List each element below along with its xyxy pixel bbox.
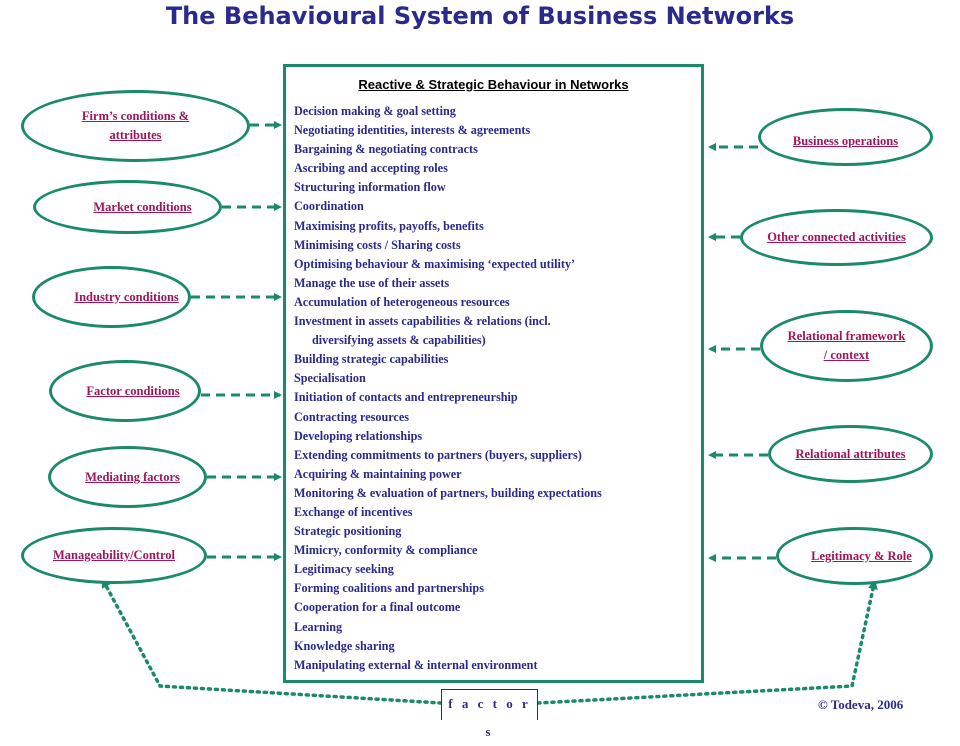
factor-business-operations: Business operations — [758, 108, 933, 166]
factor-mediating-factors: Mediating factors — [48, 446, 207, 508]
factor-legitimacy-role: Legitimacy & Role — [776, 527, 933, 585]
factor-label[interactable]: Business operations — [792, 133, 899, 148]
behaviour-item-continuation: diversifying assets & capabilities) — [294, 331, 602, 350]
factor-label[interactable]: Market conditions — [93, 199, 192, 214]
behaviour-item: Bargaining & negotiating contracts — [294, 142, 478, 157]
behaviour-item: Manipulating external & internal environ… — [294, 657, 538, 672]
page-title: The Behavioural System of Business Netwo… — [165, 2, 795, 30]
factor-other-connected-activities: Other connected activities — [740, 209, 933, 266]
behaviour-item: Maximising profits, payoffs, benefits — [294, 218, 484, 233]
factor-label[interactable]: Other connected activities — [767, 230, 906, 244]
factor-relational-framework: Relational framework/ context — [760, 310, 933, 382]
behaviour-item: Learning — [294, 619, 343, 634]
dotted-link-left — [101, 577, 443, 705]
behaviour-item: Accumulation of heterogeneous resources — [294, 294, 510, 309]
behaviour-item: Contracting resources — [294, 409, 409, 424]
behaviour-item: Specialisation — [294, 371, 366, 386]
behaviour-item: Cooperation for a final outcome — [294, 600, 461, 615]
factor-label[interactable]: Industry conditions — [74, 289, 179, 304]
factor-label[interactable]: Relational attributes — [795, 446, 906, 461]
behaviour-item: Strategic positioning — [294, 524, 402, 539]
factor-firm-conditions: Firm’s conditions &attributes — [21, 90, 250, 162]
behaviour-item: Extending commitments to partners (buyer… — [294, 447, 582, 462]
behaviour-item: Coordination — [294, 199, 364, 214]
factor-label[interactable]: Mediating factors — [85, 469, 180, 484]
dotted-link-right — [536, 579, 878, 705]
factor-label[interactable]: Legitimacy & Role — [811, 548, 912, 563]
factor-factor-conditions: Factor conditions — [49, 360, 201, 422]
behaviour-item: Initiation of contacts and entrepreneurs… — [294, 390, 518, 405]
behaviour-item: Mimicry, conformity & compliance — [294, 543, 478, 558]
copyright-notice: © Todeva, 2006 — [818, 697, 904, 712]
factor-market-conditions: Market conditions — [33, 180, 222, 234]
behaviour-item: Legitimacy seeking — [294, 562, 394, 577]
behaviour-item: Investment in assets capabilities & rela… — [294, 314, 551, 329]
factor-label[interactable]: Manageability/Control — [53, 548, 175, 562]
connector-layer — [101, 121, 878, 705]
behaviour-item: Structuring information flow — [294, 180, 446, 195]
behaviour-box-heading: Reactive & Strategic Behaviour in Networ… — [358, 77, 629, 92]
behaviour-item: Monitoring & evaluation of partners, bui… — [294, 485, 602, 500]
behaviour-item: Manage the use of their assets — [294, 275, 450, 290]
behaviour-item: Knowledge sharing — [294, 638, 395, 653]
behaviour-item: Building strategic capabilities — [294, 352, 449, 367]
factor-relational-attributes: Relational attributes — [768, 425, 933, 483]
behaviour-item: Forming coalitions and partnerships — [294, 581, 484, 596]
behaviour-item: Optimising behaviour & maximising ‘expec… — [294, 256, 576, 271]
behaviour-list: Decision making & goal setting Negotiati… — [294, 102, 602, 675]
behaviour-item: Minimising costs / Sharing costs — [294, 237, 461, 252]
behaviour-item: Acquiring & maintaining power — [294, 466, 462, 481]
behaviour-item: Exchange of incentives — [294, 504, 413, 519]
behaviour-box: Reactive & Strategic Behaviour in Networ… — [283, 64, 704, 683]
factor-manageability-control: Manageability/Control — [21, 527, 207, 584]
continuation-text: diversifying assets & capabilities) — [312, 333, 486, 348]
factor-industry-conditions: Industry conditions — [32, 266, 191, 328]
factors-label: f a c t o r s — [441, 689, 538, 739]
factor-label[interactable]: Relational framework/ context — [787, 329, 906, 362]
behaviour-item: Ascribing and accepting roles — [294, 161, 448, 176]
behaviour-item: Developing relationships — [294, 428, 423, 443]
behaviour-item: Negotiating identities, interests & agre… — [294, 123, 531, 138]
behaviour-item: Decision making & goal setting — [294, 104, 456, 118]
factor-label[interactable]: Factor conditions — [86, 383, 180, 398]
factor-label[interactable]: Firm’s conditions &attributes — [81, 109, 190, 142]
